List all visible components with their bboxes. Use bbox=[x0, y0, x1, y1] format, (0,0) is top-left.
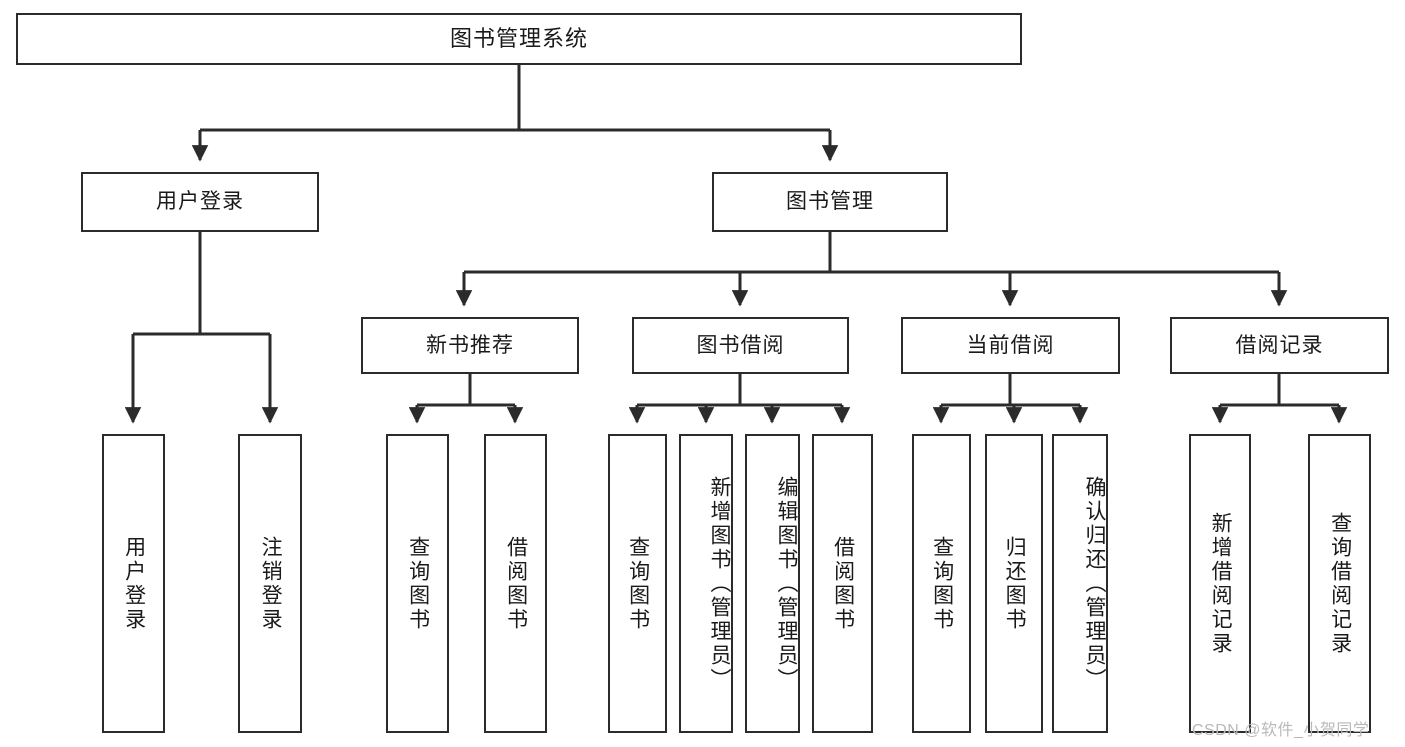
node-book-management-label: 图书管理 bbox=[786, 190, 874, 214]
leaf-logout-label: 注销登录 bbox=[259, 535, 283, 632]
leaf-query-book-current-label: 查询图书 bbox=[930, 535, 954, 632]
node-borrow-records-label: 借阅记录 bbox=[1235, 333, 1324, 357]
leaf-confirm-return-admin-label: 确认归还（管理员） bbox=[1083, 475, 1106, 692]
leaf-borrow-book[interactable]: 借阅图书 bbox=[812, 434, 873, 733]
leaf-query-borrow-record[interactable]: 查询借阅记录 bbox=[1308, 434, 1371, 733]
leaf-user-login-label: 用户登录 bbox=[122, 535, 146, 632]
node-user-login-label: 用户登录 bbox=[156, 190, 244, 214]
leaf-return-book-label: 归还图书 bbox=[1003, 535, 1027, 632]
leaf-logout[interactable]: 注销登录 bbox=[238, 434, 302, 733]
node-user-login[interactable]: 用户登录 bbox=[81, 172, 319, 232]
node-book-borrow-label: 图书借阅 bbox=[696, 333, 785, 357]
node-current-borrow[interactable]: 当前借阅 bbox=[901, 317, 1120, 374]
leaf-add-book-admin-label: 新增图书（管理员） bbox=[708, 475, 731, 692]
leaf-add-borrow-record-label: 新增借阅记录 bbox=[1209, 511, 1233, 656]
node-current-borrow-label: 当前借阅 bbox=[966, 333, 1055, 357]
node-root[interactable]: 图书管理系统 bbox=[16, 13, 1022, 65]
leaf-confirm-return-admin[interactable]: 确认归还（管理员） bbox=[1052, 434, 1108, 733]
node-borrow-records[interactable]: 借阅记录 bbox=[1170, 317, 1389, 374]
leaf-add-borrow-record[interactable]: 新增借阅记录 bbox=[1189, 434, 1251, 733]
leaf-query-book-borrow[interactable]: 查询图书 bbox=[608, 434, 667, 733]
leaf-query-book-recommend-label: 查询图书 bbox=[406, 535, 430, 632]
leaf-query-book-recommend[interactable]: 查询图书 bbox=[386, 434, 449, 733]
leaf-query-borrow-record-label: 查询借阅记录 bbox=[1328, 511, 1352, 656]
node-book-management[interactable]: 图书管理 bbox=[712, 172, 948, 232]
node-new-book-recommend[interactable]: 新书推荐 bbox=[361, 317, 579, 374]
node-book-borrow[interactable]: 图书借阅 bbox=[632, 317, 849, 374]
leaf-borrow-book-label: 借阅图书 bbox=[831, 535, 855, 632]
leaf-edit-book-admin-label: 编辑图书（管理员） bbox=[775, 475, 798, 692]
node-new-book-recommend-label: 新书推荐 bbox=[426, 333, 514, 357]
leaf-borrow-book-recommend-label: 借阅图书 bbox=[504, 535, 528, 632]
watermark: CSDN @软件_小贺同学 bbox=[1192, 722, 1370, 739]
leaf-add-book-admin[interactable]: 新增图书（管理员） bbox=[679, 434, 733, 733]
leaf-borrow-book-recommend[interactable]: 借阅图书 bbox=[484, 434, 547, 733]
leaf-edit-book-admin[interactable]: 编辑图书（管理员） bbox=[745, 434, 800, 733]
leaf-query-book-current[interactable]: 查询图书 bbox=[912, 434, 971, 733]
node-root-label: 图书管理系统 bbox=[449, 25, 588, 51]
leaf-query-book-borrow-label: 查询图书 bbox=[626, 535, 650, 632]
leaf-user-login[interactable]: 用户登录 bbox=[102, 434, 165, 733]
leaf-return-book[interactable]: 归还图书 bbox=[985, 434, 1043, 733]
